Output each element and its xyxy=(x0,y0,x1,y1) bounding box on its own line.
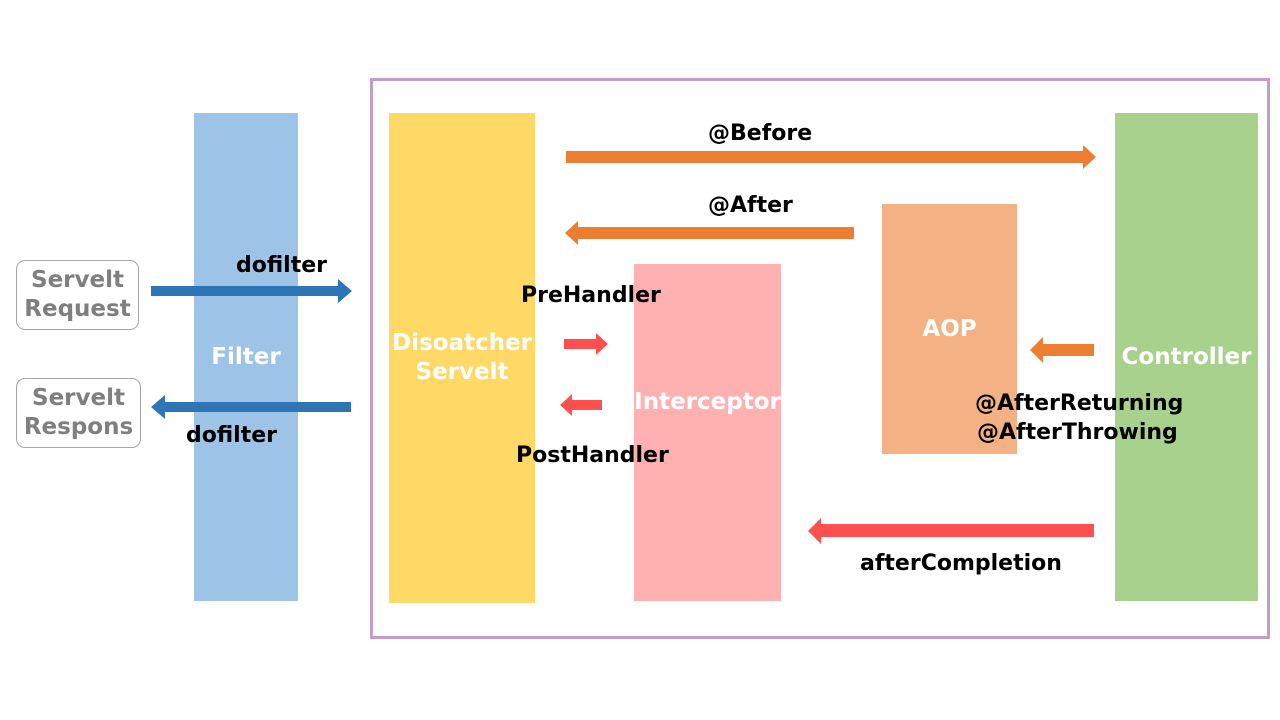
prehandler-arrow xyxy=(564,333,608,355)
before-label: @Before xyxy=(708,121,813,146)
filter-block: Filter xyxy=(194,113,298,601)
aop-block: AOP xyxy=(882,204,1017,454)
interceptor-block: Interceptor xyxy=(634,264,781,601)
after-completion-label: afterCompletion xyxy=(860,551,1062,576)
dispatcher-servlet-block: Disoatcher Servelt xyxy=(389,113,535,603)
after-throwing-label: @AfterThrowing xyxy=(977,420,1178,445)
prehandler-label: PreHandler xyxy=(521,283,661,308)
controller-block: Controller xyxy=(1115,113,1258,601)
dofilter-in-label: dofilter xyxy=(236,253,327,278)
servlet-request-box: Servelt Request xyxy=(16,260,139,330)
response-dofilter-arrow xyxy=(151,395,351,419)
controller-label: Controller xyxy=(1121,343,1252,370)
request-dofilter-arrow xyxy=(151,279,352,303)
servlet-response-box: Servelt Respons xyxy=(16,378,141,448)
after-completion-arrow xyxy=(808,518,1094,544)
spring-container-box xyxy=(370,78,1270,639)
before-arrow xyxy=(566,145,1096,169)
posthandler-label: PostHandler xyxy=(516,443,669,468)
dispatcher-servlet-label: Disoatcher Servelt xyxy=(392,330,532,385)
after-label: @After xyxy=(708,193,793,218)
posthandler-arrow xyxy=(560,394,602,416)
servlet-response-label: Servelt Respons xyxy=(23,385,134,440)
filter-label: Filter xyxy=(211,343,281,370)
dofilter-out-label: dofilter xyxy=(186,423,277,448)
aop-label: AOP xyxy=(922,316,977,342)
interceptor-label: Interceptor xyxy=(634,389,781,415)
servlet-request-label: Servelt Request xyxy=(24,267,131,322)
aop-return-arrow xyxy=(1030,337,1094,363)
after-arrow xyxy=(565,221,854,245)
after-returning-label: @AfterReturning xyxy=(975,391,1184,416)
